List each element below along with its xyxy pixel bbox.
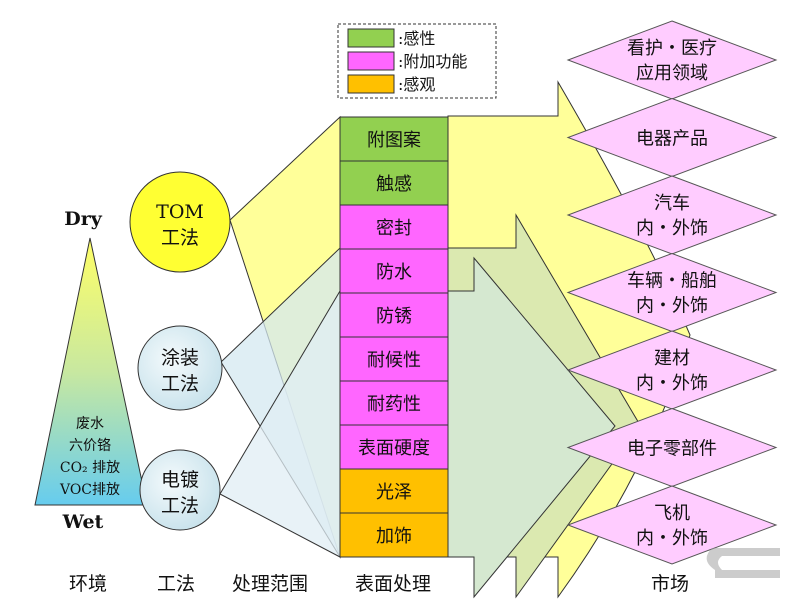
treatment-label: 耐候性 bbox=[367, 350, 421, 371]
treatment-label: 密封 bbox=[376, 218, 412, 239]
column-heading: 处理范围 bbox=[232, 573, 308, 595]
environment-triangle bbox=[34, 237, 148, 506]
column-heading: 工法 bbox=[157, 573, 195, 595]
plating-method-circle[interactable] bbox=[139, 449, 221, 531]
market-label: 内・外饰 bbox=[636, 373, 708, 394]
treatment-cell[interactable] bbox=[339, 248, 449, 294]
treatment-label: 防水 bbox=[376, 262, 412, 283]
tom-method-circle[interactable] bbox=[129, 171, 231, 273]
column-heading: 环境 bbox=[69, 573, 107, 595]
legend-swatch bbox=[347, 28, 395, 48]
market-diamond[interactable] bbox=[566, 20, 778, 100]
market-label: 电子零部件 bbox=[627, 439, 717, 460]
treatment-label: 表面硬度 bbox=[358, 438, 430, 459]
treatment-cell[interactable] bbox=[339, 160, 449, 206]
market-label: 汽车 bbox=[654, 193, 690, 214]
treatment-label: 光泽 bbox=[376, 482, 412, 503]
treatment-cell[interactable] bbox=[339, 380, 449, 426]
coating-method-circle[interactable] bbox=[137, 325, 223, 411]
market-label: 电器产品 bbox=[636, 129, 708, 150]
market-label: 车辆・船舶 bbox=[627, 271, 717, 292]
market-label: 内・外饰 bbox=[636, 528, 708, 549]
treatment-cell[interactable] bbox=[339, 204, 449, 250]
legend-label: :感观 bbox=[398, 75, 435, 94]
treatment-cell[interactable] bbox=[339, 116, 449, 162]
method-label: TOM bbox=[156, 201, 204, 223]
market-label: 建材 bbox=[654, 348, 690, 369]
env-impact-text: VOC排放 bbox=[59, 482, 120, 498]
watermark-logo bbox=[706, 548, 780, 578]
treatment-cell[interactable] bbox=[339, 336, 449, 382]
method-label: 工法 bbox=[161, 495, 199, 517]
env-impact-text: CO₂ 排放 bbox=[60, 460, 120, 476]
treatment-label: 加饰 bbox=[376, 526, 412, 547]
treatment-label: 耐药性 bbox=[367, 394, 421, 415]
env-wet: Wet bbox=[62, 511, 104, 533]
market-label: 飞机 bbox=[654, 503, 690, 524]
market-diamond[interactable] bbox=[566, 485, 778, 565]
light-green-arrow bbox=[447, 256, 616, 599]
method-label: 电镀 bbox=[161, 469, 199, 491]
treatment-label: 防锈 bbox=[376, 306, 412, 327]
legend-swatch bbox=[347, 74, 395, 94]
env-impact-text: 废水 bbox=[76, 416, 104, 432]
market-label: 应用领域 bbox=[636, 63, 708, 84]
legend-label: :附加功能 bbox=[398, 52, 467, 71]
method-label: 工法 bbox=[161, 373, 199, 395]
market-label: 内・外饰 bbox=[636, 296, 708, 317]
legend-swatch bbox=[347, 51, 395, 71]
market-label: 看护・医疗 bbox=[627, 38, 717, 59]
treatment-cell[interactable] bbox=[339, 512, 449, 558]
method-label: 涂装 bbox=[161, 347, 199, 369]
column-heading: 表面处理 bbox=[355, 573, 431, 595]
legend-label: :感性 bbox=[398, 29, 435, 48]
column-heading: 市场 bbox=[651, 573, 689, 595]
treatment-label: 附图案 bbox=[367, 130, 421, 151]
method-label: 工法 bbox=[161, 227, 199, 249]
treatment-cell[interactable] bbox=[339, 468, 449, 514]
env-impact-text: 六价铬 bbox=[69, 438, 111, 454]
market-label: 内・外饰 bbox=[636, 218, 708, 239]
treatment-label: 触感 bbox=[376, 174, 412, 195]
env-dry: Dry bbox=[64, 208, 102, 230]
treatment-cell[interactable] bbox=[339, 424, 449, 470]
